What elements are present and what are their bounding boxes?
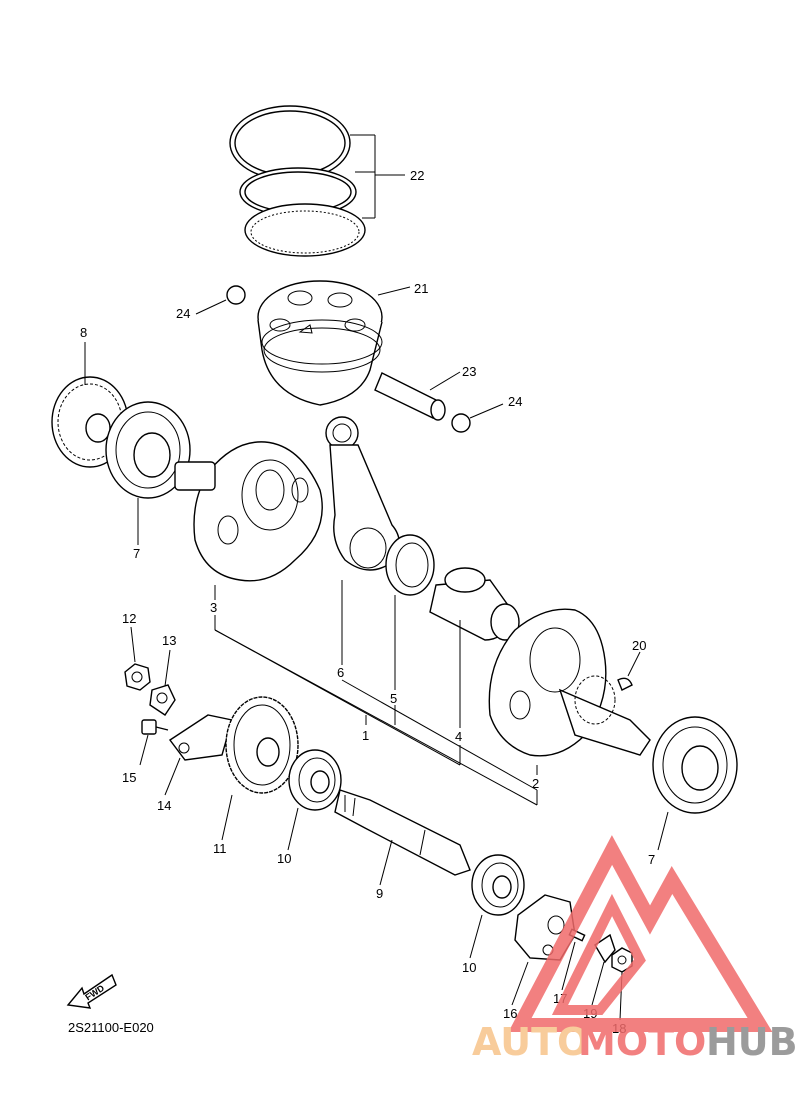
piston-rings-part-22 — [229, 105, 405, 257]
callout-3: 3 — [210, 600, 217, 615]
crank-web-part-2 — [488, 608, 651, 775]
lock-washer-part-19 — [591, 933, 616, 1006]
lock-washer-part-13 — [149, 649, 176, 716]
callout-5: 5 — [390, 691, 397, 706]
callout-13: 13 — [162, 633, 176, 648]
callout-11: 11 — [213, 841, 227, 856]
bearing-part-7-right — [652, 716, 738, 851]
crank-pin-part-4 — [429, 567, 520, 728]
callout-labels: 22 21 24 23 24 8 7 3 6 5 4 1 2 20 12 13 … — [80, 168, 655, 1036]
forward-arrow-icon: FWD — [66, 973, 117, 1009]
callout-21: 21 — [414, 281, 428, 296]
callout-22: 22 — [410, 168, 424, 183]
callout-24-left: 24 — [176, 306, 190, 321]
diagram-code: 2S21100-E020 — [68, 1020, 154, 1035]
callout-8: 8 — [80, 325, 87, 340]
callout-9: 9 — [376, 886, 383, 901]
bolt-part-15 — [139, 719, 169, 766]
assembly-bracket-lines — [214, 629, 538, 806]
callout-16: 16 — [503, 1006, 517, 1021]
callout-2: 2 — [532, 776, 539, 791]
callout-23: 23 — [462, 364, 476, 379]
watermark-moto-text: MOTO — [578, 1020, 706, 1064]
balancer-shaft-part-9 — [334, 789, 471, 886]
watermark-hub-text: HUB — [706, 1020, 798, 1064]
callout-10-left: 10 — [277, 851, 291, 866]
callout-24-right: 24 — [508, 394, 522, 409]
bearing-part-10-left — [287, 749, 342, 851]
balancer-gear-part-11 — [221, 696, 299, 841]
callout-1: 1 — [362, 728, 369, 743]
callout-6: 6 — [337, 665, 344, 680]
crank-web-part-3 — [174, 441, 323, 630]
callout-12: 12 — [122, 611, 136, 626]
callout-4: 4 — [455, 729, 462, 744]
balancer-weight-part-14 — [164, 714, 233, 796]
callout-20: 20 — [632, 638, 646, 653]
circlip-part-24-right — [451, 403, 504, 433]
bearing-part-10-right — [469, 854, 525, 959]
callout-10-right: 10 — [462, 960, 476, 975]
piston-pin-part-23 — [374, 371, 461, 421]
circlip-part-24-left — [195, 285, 246, 315]
callout-15: 15 — [122, 770, 136, 785]
woodruff-key-part-20 — [617, 651, 641, 691]
bearing-part-7-left — [105, 401, 191, 545]
piston-part-21 — [257, 280, 411, 406]
nut-part-12 — [124, 626, 151, 691]
automotohub-watermark-logo: AUTO MOTO HUB — [472, 835, 798, 1064]
callout-14: 14 — [157, 798, 171, 813]
needle-bearing-part-5 — [385, 534, 435, 690]
callout-7-left: 7 — [133, 546, 140, 561]
connecting-rod-part-6 — [325, 416, 400, 665]
callout-7-right: 7 — [648, 852, 655, 867]
watermark-auto-text: AUTO — [472, 1020, 589, 1064]
